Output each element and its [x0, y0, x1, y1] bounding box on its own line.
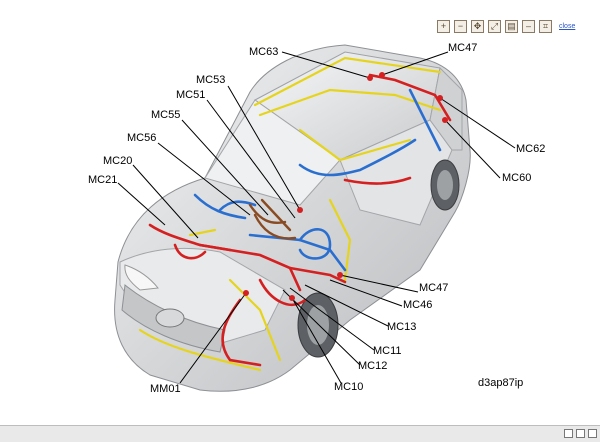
- callout-mc53: MC53: [196, 74, 225, 86]
- callout-mc47-bottom: MC47: [419, 282, 448, 294]
- callout-mc21: MC21: [88, 174, 117, 186]
- callout-mc51: MC51: [176, 89, 205, 101]
- zoom-in-icon[interactable]: +: [437, 20, 450, 33]
- callout-mc11: MC11: [373, 345, 402, 357]
- viewer-toolbar: + − ✥ ⤢ ▤ – ⌗ close: [437, 20, 575, 33]
- pan-icon[interactable]: ✥: [471, 20, 484, 33]
- vehicle-body: [114, 44, 471, 392]
- callout-mc55: MC55: [151, 109, 180, 121]
- callout-mc62: MC62: [516, 143, 545, 155]
- minimize-icon[interactable]: –: [522, 20, 535, 33]
- harness-diagram: MC63 MC47 MC53 MC51 MC55 MC56 MC20 MC21 …: [88, 42, 545, 395]
- page-icon[interactable]: [564, 429, 573, 438]
- harness-blue: [193, 88, 442, 272]
- window-icon[interactable]: [588, 429, 597, 438]
- callout-mc60: MC60: [502, 172, 531, 184]
- print-icon[interactable]: ▤: [505, 20, 518, 33]
- callout-mm01: MM01: [150, 383, 181, 395]
- callout-mc47-top: MC47: [448, 42, 477, 54]
- harness-yellow: [138, 56, 442, 372]
- leader-lines: [117, 51, 516, 384]
- fit-icon[interactable]: ⤢: [488, 20, 501, 33]
- harness-brown: [248, 198, 297, 240]
- zoom-out-icon[interactable]: −: [454, 20, 467, 33]
- callout-mc12: MC12: [358, 360, 387, 372]
- callout-mc46: MC46: [403, 299, 432, 311]
- status-bar: [0, 425, 600, 442]
- close-link[interactable]: close: [559, 23, 576, 30]
- callout-mc56: MC56: [127, 132, 156, 144]
- callout-mc20: MC20: [103, 155, 132, 167]
- figure-id: d3ap87ip: [478, 377, 523, 389]
- callout-mc13: MC13: [387, 321, 416, 333]
- callout-mc63: MC63: [249, 46, 278, 58]
- print-status-icon[interactable]: [576, 429, 585, 438]
- expand-icon[interactable]: ⌗: [539, 20, 552, 33]
- callout-mc10: MC10: [334, 381, 363, 393]
- connector-markers: [243, 72, 448, 301]
